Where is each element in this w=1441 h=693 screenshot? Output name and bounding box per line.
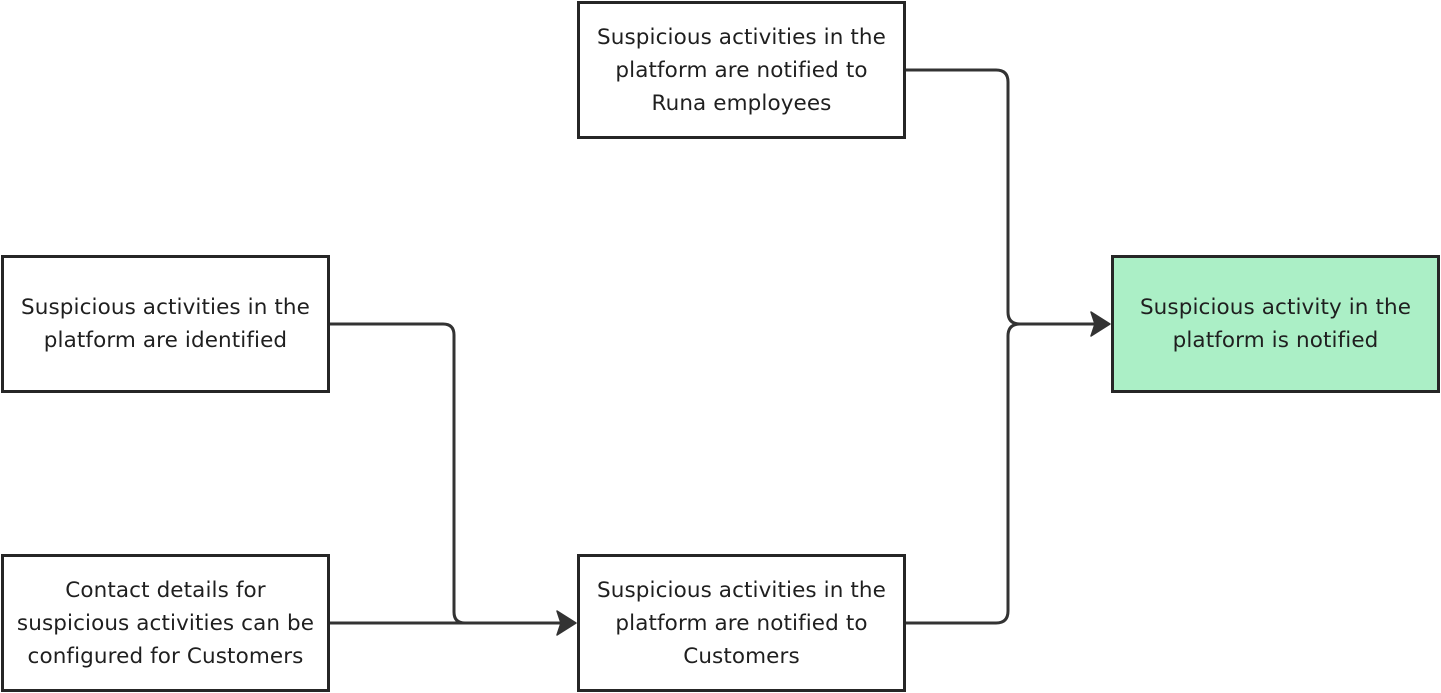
node-outcome-activity-notified: Suspicious activity in the platform is n… xyxy=(1111,255,1440,393)
node-activities-identified: Suspicious activities in the platform ar… xyxy=(1,255,330,393)
node-notified-to-customers-label: Suspicious activities in the platform ar… xyxy=(597,577,886,669)
node-notified-to-customers: Suspicious activities in the platform ar… xyxy=(577,554,906,692)
arrowhead-into-outcome xyxy=(1090,311,1111,337)
node-activities-identified-label: Suspicious activities in the platform ar… xyxy=(21,295,310,353)
arrowhead-into-customers xyxy=(556,610,577,636)
connector-customers-to-outcome xyxy=(904,322,1098,625)
node-notified-to-runa-employees: Suspicious activities in the platform ar… xyxy=(577,1,906,139)
node-outcome-activity-notified-label: Suspicious activity in the platform is n… xyxy=(1139,295,1412,353)
node-notified-to-runa-employees-label: Suspicious activities in the platform ar… xyxy=(597,24,886,116)
node-contact-details-configured-label: Contact details for suspicious activitie… xyxy=(16,577,315,669)
node-contact-details-configured: Contact details for suspicious activitie… xyxy=(1,554,330,692)
connector-identified-to-customers xyxy=(328,322,564,625)
connector-runa-to-outcome xyxy=(904,68,1098,326)
